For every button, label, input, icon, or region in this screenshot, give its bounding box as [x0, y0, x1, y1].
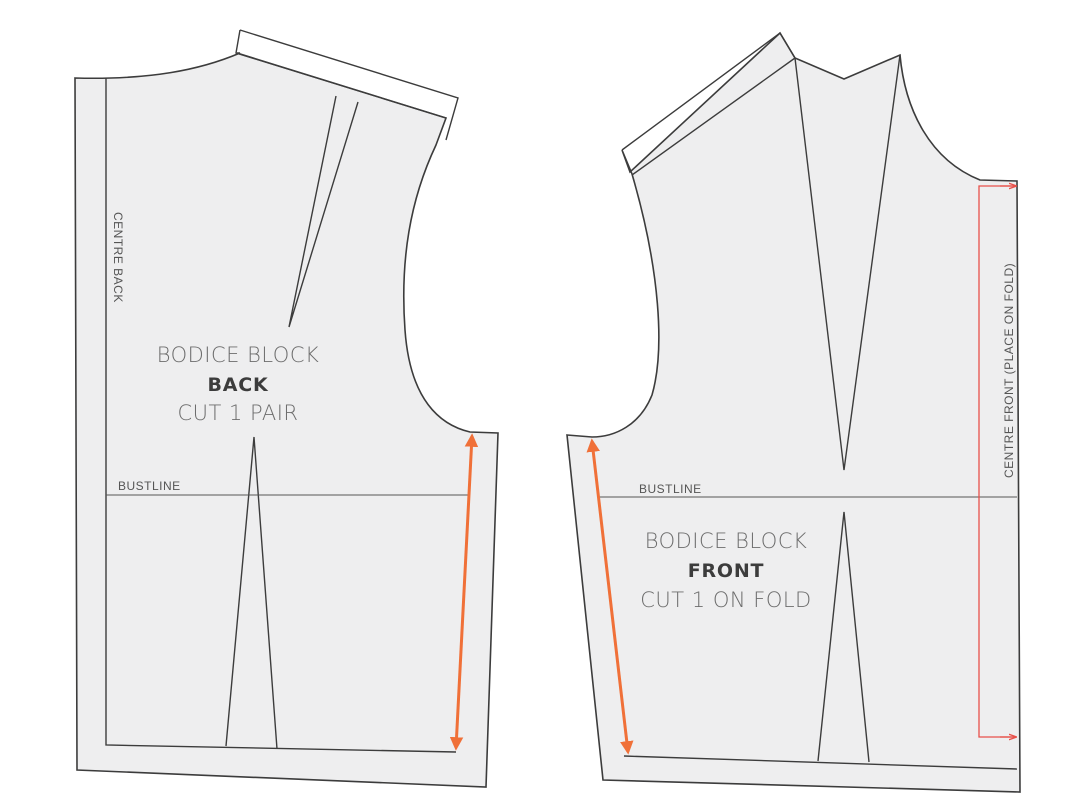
back-title-line2: BACK [207, 374, 269, 396]
front-bustline-label: BUSTLINE [639, 482, 702, 496]
front-waist-dart [817, 511, 870, 763]
front-seam-line [623, 755, 1018, 770]
back-waist-dart [225, 436, 278, 750]
back-title-line3: CUT 1 PAIR [177, 401, 298, 425]
front-centre-label: CENTRE FRONT (PLACE ON FOLD) [1002, 263, 1016, 478]
front-side-seam-arrow [586, 438, 634, 755]
front-title-line1: BODICE BLOCK [645, 529, 808, 553]
back-shoulder-allowance [235, 29, 459, 141]
front-shoulder-allowance [621, 31, 796, 176]
front-bodice-piece: BUSTLINE CENTRE FRONT (PLACE ON FOLD) BO… [566, 31, 1021, 793]
front-outer-outline [566, 31, 1021, 793]
back-seam-line [105, 78, 457, 753]
back-bodice-piece: BUSTLINE CENTRE BACK BODICE BLOCK BACK C… [74, 29, 499, 788]
front-fold-bracket [978, 185, 1015, 738]
back-title-line1: BODICE BLOCK [157, 343, 320, 367]
front-shoulder-dart [794, 54, 901, 471]
front-title-line3: CUT 1 ON FOLD [640, 588, 811, 612]
back-centre-label: CENTRE BACK [111, 212, 125, 303]
back-side-seam-arrow [449, 433, 479, 751]
back-outer-outline [74, 52, 499, 788]
back-bustline-label: BUSTLINE [118, 479, 181, 493]
front-title-line2: FRONT [688, 560, 765, 582]
back-shoulder-dart [288, 95, 359, 328]
